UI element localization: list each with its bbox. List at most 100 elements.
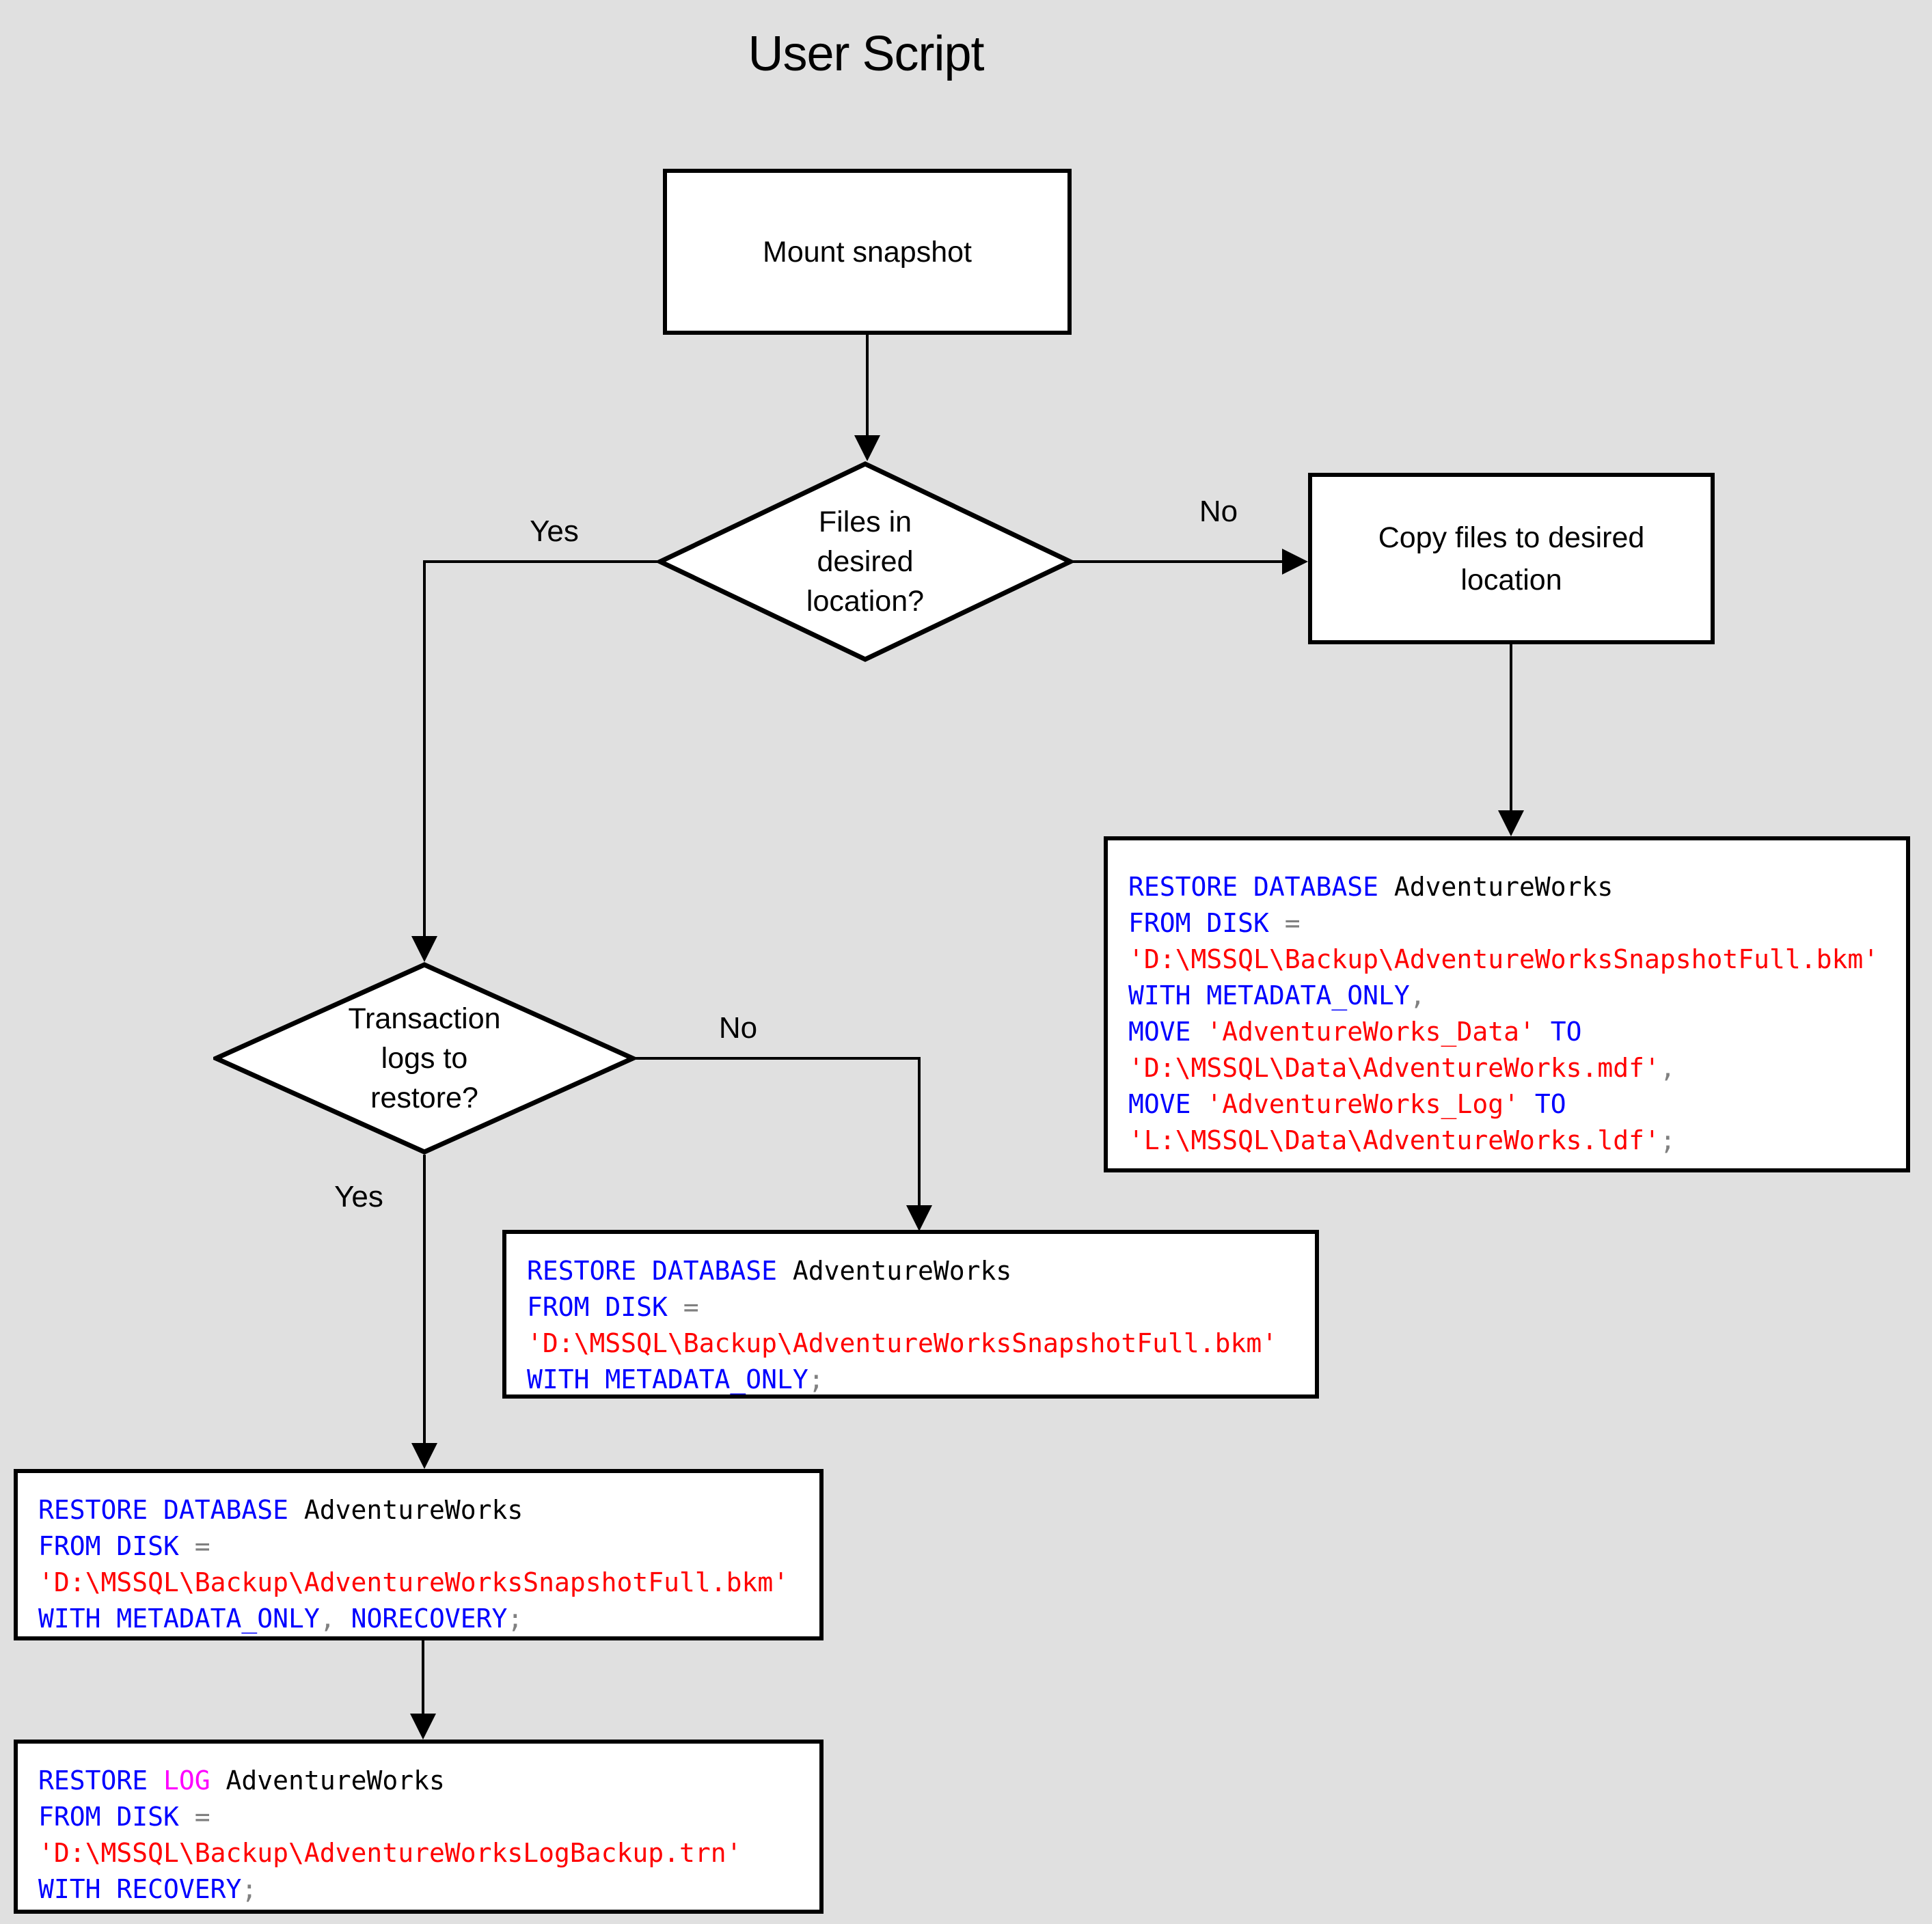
process-mount-snapshot-label: Mount snapshot <box>763 235 972 269</box>
process-mount-snapshot: Mount snapshot <box>663 169 1072 335</box>
code-line: WITH METADATA_ONLY, <box>1128 978 1889 1014</box>
code-line: 'D:\MSSQL\Backup\AdventureWorksLogBackup… <box>38 1835 802 1871</box>
code-token-operator: ; <box>808 1364 824 1394</box>
code-token-operator: = <box>667 1292 699 1322</box>
code-token-operator: ; <box>507 1604 523 1634</box>
code-token-keyword: MOVE <box>1128 1017 1207 1047</box>
code-token-string: 'D:\MSSQL\Backup\AdventureWorksSnapshotF… <box>1128 944 1879 974</box>
code-token-string: 'AdventureWorks_Data' <box>1206 1017 1535 1047</box>
code-token-identifier: AdventureWorks <box>777 1256 1012 1286</box>
code-token-string: 'L:\MSSQL\Data\AdventureWorks.ldf' <box>1128 1125 1660 1155</box>
code-line: MOVE 'AdventureWorks_Log' TO <box>1128 1086 1889 1123</box>
arrowhead-right-icon <box>1282 549 1308 575</box>
connector-files-no-horizontal <box>1073 560 1282 563</box>
edge-label-logs-yes: Yes <box>334 1180 383 1213</box>
decision-files-line-1: Files in <box>818 506 912 538</box>
connector-logs-no-horizontal <box>636 1057 921 1060</box>
code-line: WITH RECOVERY; <box>38 1871 802 1908</box>
arrowhead-down-icon <box>1498 810 1524 836</box>
code-line: RESTORE DATABASE AdventureWorks <box>527 1253 1298 1289</box>
decision-transaction-logs-shape <box>213 962 636 1155</box>
arrowhead-down-icon <box>411 1443 437 1469</box>
code-token-keyword: FROM DISK <box>527 1292 668 1322</box>
arrowhead-down-icon <box>854 435 880 461</box>
code-token-string: 'D:\MSSQL\Backup\AdventureWorksSnapshotF… <box>38 1567 789 1597</box>
code-token-keyword: WITH METADATA_ONLY <box>38 1604 320 1634</box>
decision-logs-line-1: Transaction <box>348 1002 501 1035</box>
arrowhead-down-icon <box>906 1205 932 1231</box>
connector-files-yes-vertical <box>423 560 426 937</box>
code-line: 'D:\MSSQL\Backup\AdventureWorksSnapshotF… <box>38 1565 802 1601</box>
code-token-operator: = <box>1268 908 1301 938</box>
code-token-keyword: TO <box>1519 1089 1566 1119</box>
code-token-operator: , <box>1659 1053 1676 1083</box>
code-line: FROM DISK = <box>38 1799 802 1835</box>
connector-copy-to-code <box>1510 644 1512 810</box>
code-token-keyword: WITH METADATA_ONLY <box>527 1364 808 1394</box>
decision-transaction-logs-label: Transaction logs to restore? <box>348 999 500 1118</box>
edge-label-files-yes: Yes <box>530 514 579 548</box>
decision-files-line-3: location? <box>806 585 925 618</box>
connector-files-yes-horizontal <box>424 560 657 563</box>
code-token-keyword: FROM DISK <box>1128 908 1269 938</box>
code-line: FROM DISK = <box>527 1289 1298 1325</box>
code-token-string: 'D:\MSSQL\Data\AdventureWorks.mdf' <box>1128 1053 1660 1083</box>
code-token-keyword: TO <box>1534 1017 1582 1047</box>
decision-files-in-location-shape <box>657 461 1073 662</box>
edge-label-files-no: No <box>1199 495 1238 528</box>
connector-logs-no-vertical <box>918 1057 921 1205</box>
decision-logs-line-3: restore? <box>370 1082 478 1114</box>
code-token-string: 'D:\MSSQL\Backup\AdventureWorksLogBackup… <box>38 1838 742 1868</box>
edge-label-logs-no: No <box>718 1011 758 1045</box>
code-line: WITH METADATA_ONLY; <box>527 1362 1298 1398</box>
decision-files-line-2: desired <box>817 545 914 578</box>
code-token-keyword: WITH METADATA_ONLY <box>1128 980 1410 1011</box>
code-token-keyword: WITH RECOVERY <box>38 1874 242 1904</box>
code-token-keyword: RESTORE DATABASE <box>1128 872 1379 902</box>
arrowhead-down-icon <box>411 936 437 962</box>
code-token-operator: , <box>319 1604 351 1634</box>
code-line: WITH METADATA_ONLY, NORECOVERY; <box>38 1601 802 1637</box>
code-line: RESTORE LOG AdventureWorks <box>38 1763 802 1799</box>
connector-norecovery-to-restore-log <box>422 1640 424 1714</box>
code-token-identifier: AdventureWorks <box>210 1765 445 1796</box>
code-token-operator: = <box>178 1531 210 1561</box>
code-token-keyword: FROM DISK <box>38 1531 179 1561</box>
code-token-keyword: NORECOVERY <box>351 1604 508 1634</box>
code-token-identifier: AdventureWorks <box>288 1495 523 1525</box>
code-line: MOVE 'AdventureWorks_Data' TO <box>1128 1014 1889 1050</box>
connector-logs-yes-vertical <box>423 1155 426 1444</box>
code-token-string: 'D:\MSSQL\Backup\AdventureWorksSnapshotF… <box>527 1328 1278 1358</box>
code-token-operator: , <box>1409 980 1426 1011</box>
code-token-identifier: AdventureWorks <box>1378 872 1614 902</box>
code-token-keyword: RESTORE <box>38 1765 164 1796</box>
decision-files-in-location-label: Files in desired location? <box>806 502 924 621</box>
code-line: FROM DISK = <box>1128 905 1889 942</box>
diagram-title: User Script <box>748 27 984 81</box>
code-line: FROM DISK = <box>38 1528 802 1565</box>
connector-mount-to-files-decision <box>866 335 869 439</box>
code-token-operator: ; <box>241 1874 258 1904</box>
code-token-operator: ; <box>1659 1125 1676 1155</box>
code-token-string: 'AdventureWorks_Log' <box>1206 1089 1519 1119</box>
code-line: RESTORE DATABASE AdventureWorks <box>1128 869 1889 905</box>
arrowhead-down-icon <box>410 1714 436 1740</box>
code-line: 'L:\MSSQL\Data\AdventureWorks.ldf'; <box>1128 1123 1889 1159</box>
code-line: 'D:\MSSQL\Backup\AdventureWorksSnapshotF… <box>527 1325 1298 1362</box>
code-token-keyword: RESTORE DATABASE <box>38 1495 289 1525</box>
code-line: RESTORE DATABASE AdventureWorks <box>38 1492 802 1528</box>
process-copy-files: Copy files to desired location <box>1308 473 1715 644</box>
code-line: 'D:\MSSQL\Backup\AdventureWorksSnapshotF… <box>1128 942 1889 978</box>
code-line: 'D:\MSSQL\Data\AdventureWorks.mdf', <box>1128 1050 1889 1086</box>
code-token-operator: = <box>178 1802 210 1832</box>
code-token-keyword: MOVE <box>1128 1089 1207 1119</box>
code-token-keyword: FROM DISK <box>38 1802 179 1832</box>
code-token-function_keyword: LOG <box>163 1765 210 1796</box>
code-token-keyword: RESTORE DATABASE <box>527 1256 778 1286</box>
decision-logs-line-2: logs to <box>381 1042 468 1075</box>
